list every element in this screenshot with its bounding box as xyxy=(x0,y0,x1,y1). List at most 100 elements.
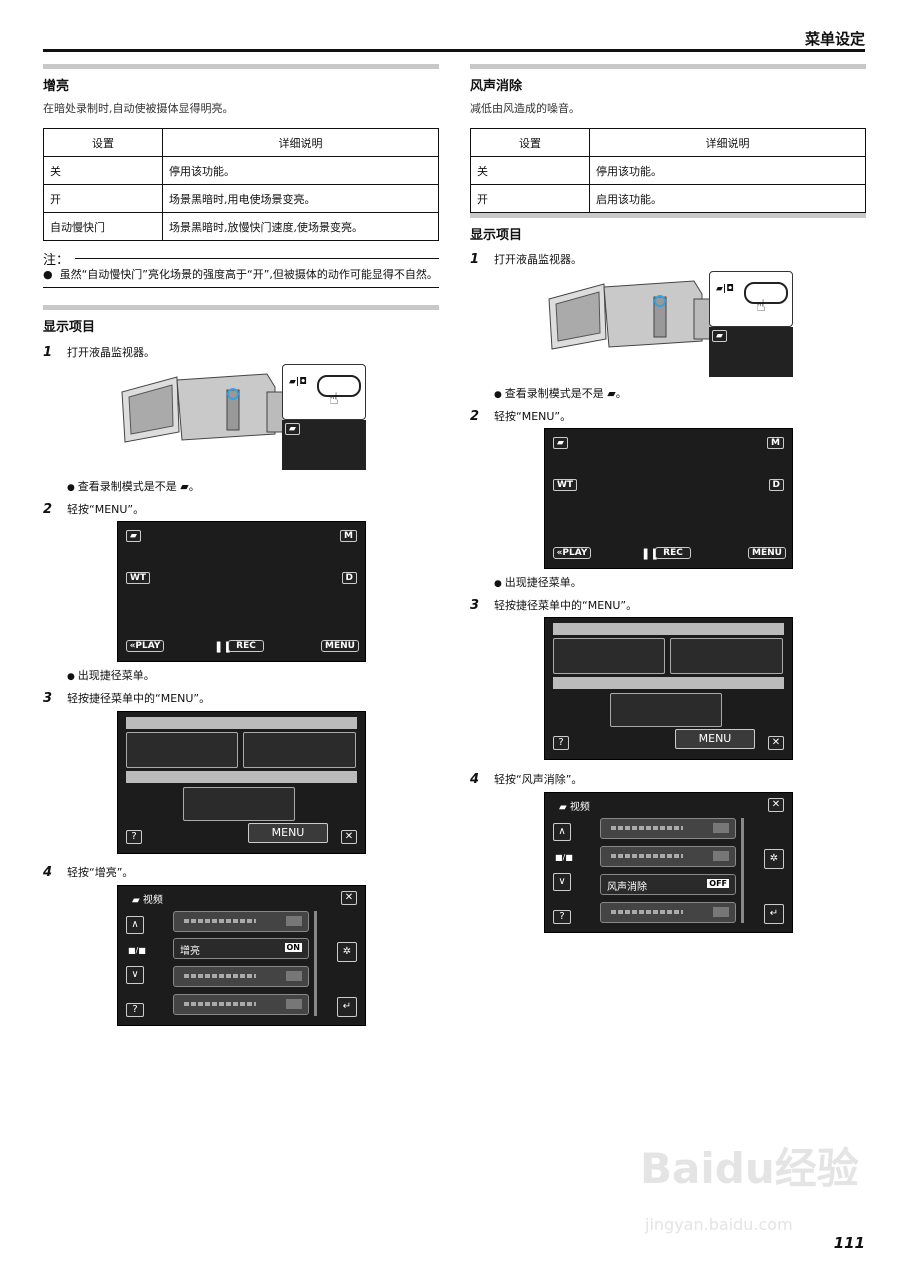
record-screen: ▰ M WT D «PLAY ❚❚ REC MENU xyxy=(117,521,366,662)
close-button[interactable]: ✕ xyxy=(768,798,784,812)
bullet-shortcut-menu: 出现捷径菜单。 xyxy=(43,667,155,683)
menu-list-item[interactable] xyxy=(173,911,309,932)
note-text: ● 虽然“自动慢快门”亮化场景的强度高于“开”,但被摄体的动作可能显得不自然。 xyxy=(43,268,439,282)
section-bar xyxy=(43,64,439,69)
help-button[interactable]: ? xyxy=(126,830,142,844)
mode-switch-button[interactable] xyxy=(317,375,361,397)
wind-cut-menu-item[interactable]: 风声消除 OFF xyxy=(600,874,736,895)
menu-list-item[interactable] xyxy=(600,902,736,923)
step-number: 2 xyxy=(43,502,53,517)
menu-button[interactable]: MENU xyxy=(248,823,328,843)
video-photo-icon: ▰|◘ xyxy=(716,284,734,294)
menu-button[interactable]: MENU xyxy=(675,729,755,749)
pause-icon[interactable]: ❚❚ xyxy=(214,640,233,653)
settings-gear-icon[interactable]: ✲ xyxy=(764,849,784,869)
wt-button[interactable]: WT xyxy=(126,572,151,584)
close-button[interactable]: ✕ xyxy=(341,891,357,905)
shortcut-button[interactable] xyxy=(183,787,295,821)
video-mode-icon: ▰ xyxy=(180,480,189,493)
video-mode-icon[interactable]: ▰ xyxy=(126,530,141,542)
back-icon[interactable]: ↵ xyxy=(764,904,784,924)
video-label: 视频 xyxy=(142,895,163,906)
watermark-url: jingyan.baidu.com xyxy=(645,1215,793,1234)
shortcut-button[interactable] xyxy=(610,693,722,727)
menu-header-bar xyxy=(126,771,357,783)
menu-header-bar xyxy=(553,677,784,689)
scrollbar[interactable] xyxy=(314,911,317,1016)
close-button[interactable]: ✕ xyxy=(768,736,784,750)
menu-list-item[interactable] xyxy=(600,818,736,839)
record-screen: ▰ M WT D «PLAY ❚❚ REC MENU xyxy=(544,428,793,569)
step-text: 轻按“MENU”。 xyxy=(494,410,572,423)
shortcut-menu-screen: MENU ? ✕ xyxy=(117,711,366,854)
rec-button[interactable]: REC xyxy=(228,640,264,652)
step-text: 轻按“增亮”。 xyxy=(67,866,134,879)
table-header: 设置 xyxy=(43,128,163,157)
enhance-section: 增亮 在暗处录制时,自动使被摄体显得明亮。 设置详细说明 关停用该功能。 开场景… xyxy=(43,64,439,288)
step-text: 轻按捷径菜单中的“MENU”。 xyxy=(67,692,211,705)
help-button[interactable]: ? xyxy=(126,1003,144,1017)
menu-list-item[interactable] xyxy=(173,994,309,1015)
video-mode-icon: ▰ xyxy=(712,330,727,342)
note-label: 注： xyxy=(43,253,70,268)
shortcut-button[interactable] xyxy=(126,732,238,768)
menu-list-item[interactable] xyxy=(173,966,309,987)
scroll-up-button[interactable]: ∧ xyxy=(126,916,144,934)
menu-list-item[interactable] xyxy=(600,846,736,867)
bullet-text: 查看录制模式是不是 xyxy=(77,480,177,493)
mode-switch-button[interactable] xyxy=(744,282,788,304)
scroll-up-button[interactable]: ∧ xyxy=(553,823,571,841)
page-number: 111 xyxy=(833,1234,865,1252)
watermark-logo: Baidu经验 xyxy=(640,1144,859,1193)
shortcut-button[interactable] xyxy=(670,638,783,674)
section-title: 风声消除 xyxy=(470,79,523,94)
scrollbar[interactable] xyxy=(741,818,744,923)
m-button[interactable]: M xyxy=(767,437,784,449)
table-cell: 关 xyxy=(470,156,590,185)
section-bar xyxy=(470,213,866,218)
help-button[interactable]: ? xyxy=(553,910,571,924)
page-header-title: 菜单设定 xyxy=(804,30,865,48)
menu-button[interactable]: MENU xyxy=(748,547,786,559)
m-button[interactable]: M xyxy=(340,530,357,542)
bullet-check-mode: 查看录制模式是不是 ▰。 xyxy=(470,385,627,401)
scroll-down-button[interactable]: ∨ xyxy=(553,873,571,891)
menu-button[interactable]: MENU xyxy=(321,640,359,652)
play-button[interactable]: «PLAY xyxy=(553,547,591,559)
shortcut-button[interactable] xyxy=(243,732,356,768)
wt-button[interactable]: WT xyxy=(553,479,578,491)
step-text: 打开液晶监视器。 xyxy=(67,346,155,359)
d-button[interactable]: D xyxy=(341,572,357,584)
d-button[interactable]: D xyxy=(768,479,784,491)
section-title: 显示项目 xyxy=(43,320,96,335)
menu-item-label: 增亮 xyxy=(180,946,200,957)
back-icon[interactable]: ↵ xyxy=(337,997,357,1017)
step-number: 3 xyxy=(470,598,480,613)
mode-display: ▰ xyxy=(709,327,793,377)
section-desc: 减低由风造成的噪音。 xyxy=(470,102,580,115)
close-button[interactable]: ✕ xyxy=(341,830,357,844)
status-badge: OFF xyxy=(707,879,729,888)
pause-icon[interactable]: ❚❚ xyxy=(641,547,660,560)
video-mode-icon[interactable]: ▰ xyxy=(553,437,568,449)
table-header: 设置 xyxy=(470,128,590,157)
table-cell: 启用该功能。 xyxy=(589,184,866,213)
shortcut-button[interactable] xyxy=(553,638,665,674)
menu-item-label: 风声消除 xyxy=(607,882,647,893)
bullet-dot: ● xyxy=(43,268,60,281)
video-menu-title: ▰ 视频 xyxy=(559,798,590,813)
scroll-down-button[interactable]: ∨ xyxy=(126,966,144,984)
table-cell: 自动慢快门 xyxy=(43,212,163,241)
settings-gear-icon[interactable]: ✲ xyxy=(337,942,357,962)
mode-switch-callout: ▰|◘ ☝ xyxy=(282,364,366,420)
rec-button[interactable]: REC xyxy=(655,547,691,559)
table-cell: 场景黑暗时,用电使场景变亮。 xyxy=(162,184,439,213)
play-button[interactable]: «PLAY xyxy=(126,640,164,652)
help-button[interactable]: ? xyxy=(553,736,569,750)
